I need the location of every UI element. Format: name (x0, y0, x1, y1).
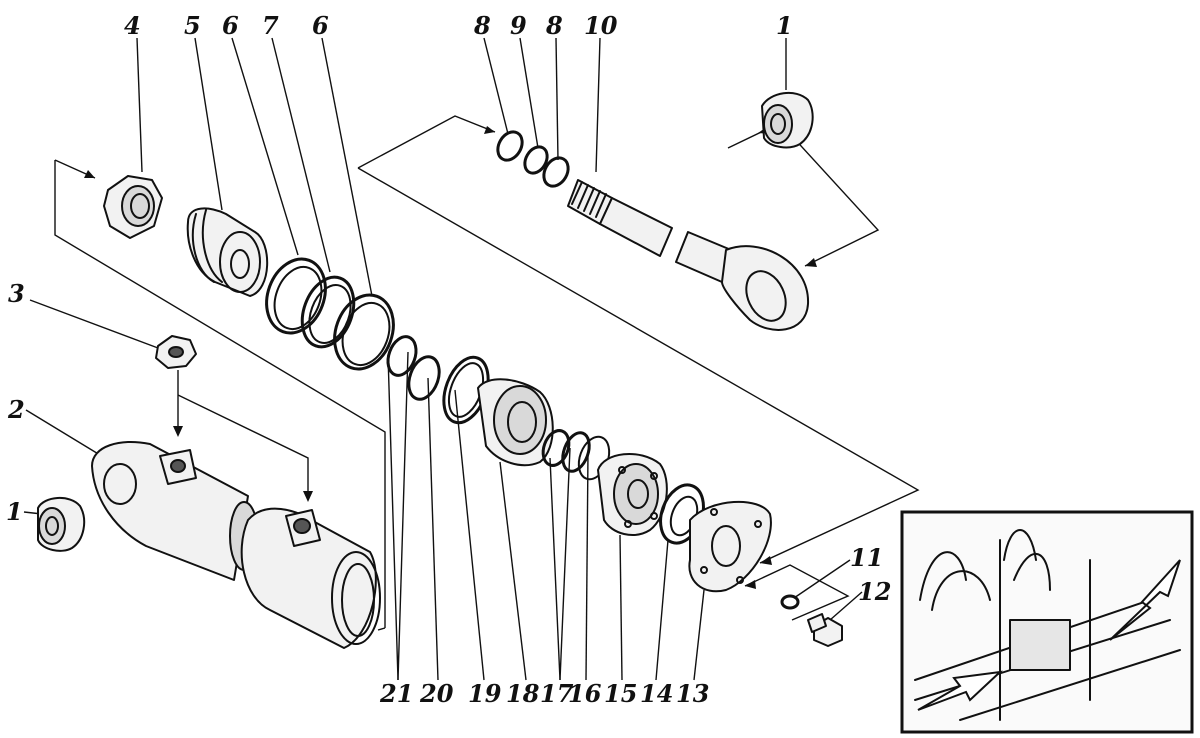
callout-20: 20 (419, 679, 454, 708)
part-13-gasket (688, 500, 772, 593)
part-3-breather-cap (155, 335, 197, 369)
part-5-piston (186, 207, 269, 297)
callout-21: 21 (379, 679, 413, 708)
callout-labels: 1 1 2 3 4 5 6 6 7 8 8 9 10 11 12 13 14 1… (6, 11, 891, 708)
callout-11: 11 (850, 543, 883, 572)
callout-18: 18 (506, 679, 540, 708)
part-6-ring-b (333, 293, 395, 371)
callout-6-right: 6 (312, 11, 329, 40)
callout-2: 2 (7, 395, 25, 424)
callout-8-right: 8 (545, 11, 563, 40)
assembly-guide-lines (54, 115, 920, 631)
callout-15: 15 (604, 679, 637, 708)
callout-5: 5 (184, 11, 201, 40)
callout-10: 10 (584, 11, 618, 40)
part-12-bolt (807, 613, 843, 647)
callout-17: 17 (540, 679, 574, 708)
callout-1-upper: 1 (776, 11, 793, 40)
part-9-o-ring (523, 145, 549, 175)
callout-14: 14 (640, 679, 673, 708)
part-4-hex-nut (103, 175, 163, 239)
part-15-flange (597, 452, 668, 536)
part-11-washer (780, 594, 800, 610)
part-6-ring-a (265, 257, 327, 335)
part-2-cylinder-head (91, 441, 259, 581)
callout-9: 9 (510, 11, 527, 40)
part-21-ring (386, 335, 418, 377)
part-10-piston-rod (567, 179, 810, 331)
part-1-bushing-lower (37, 497, 86, 552)
callout-16: 16 (568, 679, 602, 708)
callout-7: 7 (262, 11, 279, 40)
part-20-o-ring (407, 355, 441, 401)
part-7-seal-ring (300, 275, 356, 349)
callout-19: 19 (468, 679, 502, 708)
callout-12: 12 (858, 577, 891, 606)
callout-leader-lines (23, 37, 863, 681)
part-1-bushing-upper (761, 91, 814, 149)
part-8-ring-a (496, 130, 524, 162)
callout-8-left: 8 (473, 11, 491, 40)
part-17-ring (541, 429, 571, 467)
part-18-gland (477, 378, 554, 467)
callout-1-lower: 1 (6, 497, 23, 526)
callout-3: 3 (8, 279, 25, 308)
part-cylinder-barrel (240, 507, 381, 649)
inset-location-view (900, 510, 1194, 734)
callout-4: 4 (124, 11, 141, 40)
callout-13: 13 (676, 679, 709, 708)
part-8-ring-b (542, 156, 570, 188)
callout-6-left: 6 (222, 11, 239, 40)
